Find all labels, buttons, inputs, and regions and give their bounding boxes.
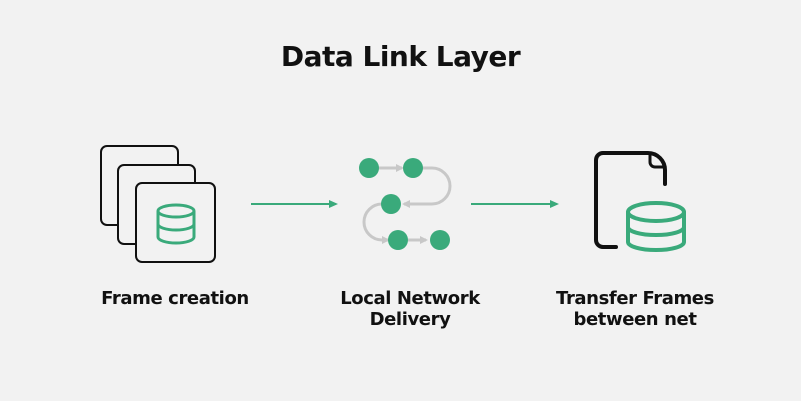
database-icon — [626, 201, 686, 252]
network-node — [359, 158, 379, 178]
document-database-icon — [594, 151, 686, 252]
diagram-title: Data Link Layer — [280, 40, 521, 73]
label-line: Transfer Frames — [556, 288, 714, 309]
network-node — [430, 230, 450, 250]
stacked-frames-database-icon — [100, 145, 216, 263]
step-label-frame-creation: Frame creation — [60, 288, 290, 309]
database-icon — [156, 203, 196, 245]
network-path-icon — [359, 158, 452, 250]
network-node — [388, 230, 408, 250]
network-node — [381, 194, 401, 214]
label-line: Delivery — [369, 309, 451, 330]
label-line: Local Network — [340, 288, 480, 309]
step-label-local-network-delivery: Local Network Delivery — [300, 288, 520, 330]
label-line: Frame creation — [101, 288, 249, 309]
step-label-transfer-frames: Transfer Frames between net — [520, 288, 750, 330]
label-line: between net — [573, 309, 697, 330]
network-node — [403, 158, 423, 178]
